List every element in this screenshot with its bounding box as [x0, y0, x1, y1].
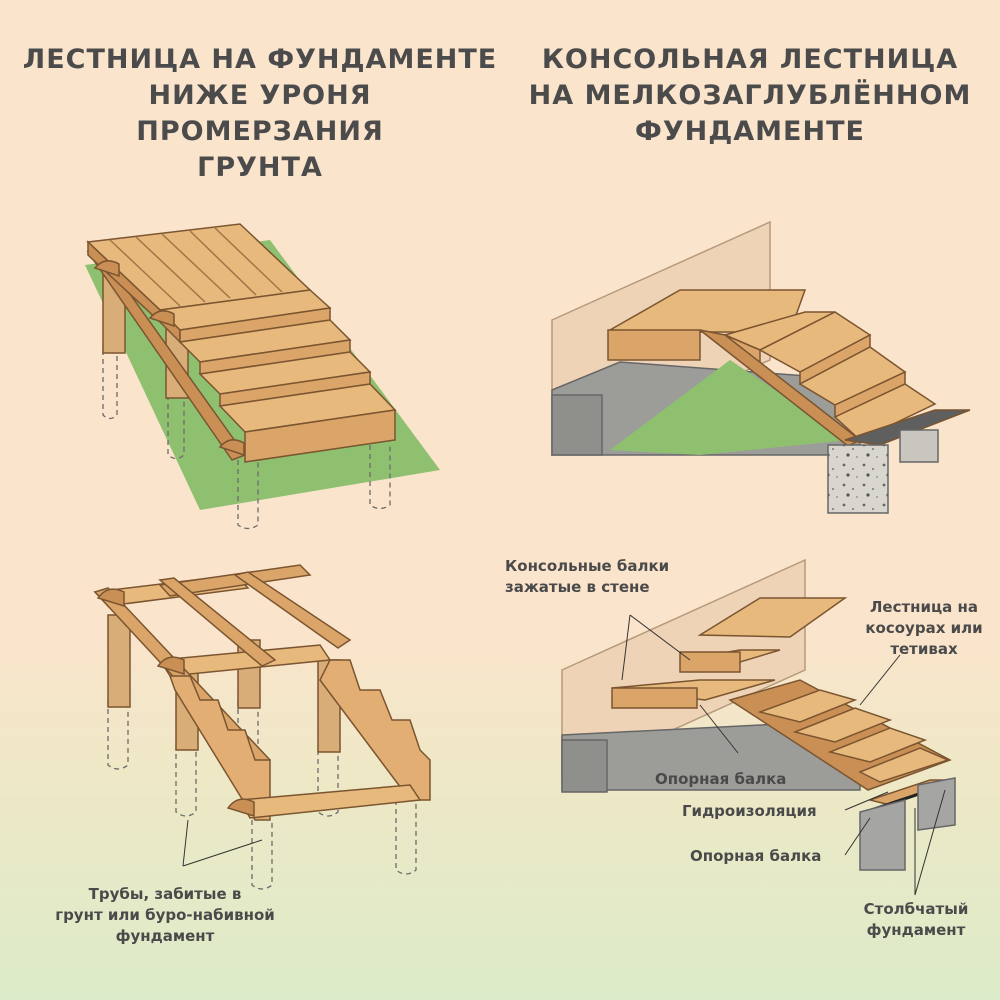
top-beam-back — [158, 564, 312, 597]
label-support-beam-2: Опорная балка — [690, 847, 822, 865]
bracket — [218, 439, 245, 457]
stringer-right — [319, 659, 431, 801]
label-waterproofing: Гидроизоляция — [682, 802, 817, 820]
stringer-steps — [757, 689, 951, 783]
label-column-foundation: Столбчатый фундамент — [856, 899, 976, 941]
concrete-post-right — [899, 429, 939, 463]
label-pipes-line-1: Трубы, забитые в — [88, 885, 242, 903]
label-cantilever-beams-line-1: Консольные балки — [505, 557, 670, 575]
bracket — [226, 798, 255, 818]
label-stringer-stair-line-1: Лестница на — [869, 598, 979, 616]
long-beam — [158, 577, 277, 667]
title-left: ЛЕСТНИЦА НА ФУНДАМЕНТЕ НИЖЕ УРОНЯ ПРОМЕР… — [20, 42, 500, 186]
cantilever-step-front — [611, 687, 698, 709]
column-foundation — [917, 777, 956, 831]
grass-area-right — [610, 360, 850, 455]
leader-lines-right — [621, 614, 946, 896]
label-column-foundation-line-2: фундамент — [866, 921, 966, 939]
steps-right — [722, 311, 937, 441]
label-column-foundation-line-1: Столбчатый — [863, 900, 969, 918]
label-pipes-line-3: фундамент — [115, 927, 215, 945]
stringer-left — [168, 675, 271, 821]
label-support-beam-1: Опорная балка — [655, 770, 787, 788]
bracket — [148, 310, 175, 328]
column-foundation — [859, 799, 906, 871]
underground-piles-left — [102, 350, 391, 530]
title-right-line-2: НА МЕЛКОЗАГЛУБЛЁННОМ — [528, 80, 972, 111]
title-right-line-3: ФУНДАМЕНТЕ — [635, 116, 865, 147]
illustration-cantilever-detail — [561, 558, 956, 896]
label-stringer-stair-line-3: тетивах — [890, 640, 958, 658]
label-stringer-stair: Лестница на косоурах или тетивах — [850, 597, 998, 660]
foundation-front-detail — [561, 739, 608, 793]
cantilever-step — [697, 597, 848, 638]
illustration-stair-frame — [93, 564, 431, 890]
label-pipes-line-2: грунт или буро-набивной — [55, 906, 275, 924]
label-stringer-stair-line-2: косоурах или — [865, 619, 983, 637]
label-pipes: Трубы, забитые в грунт или буро-набивной… — [40, 884, 290, 947]
concrete-slab — [844, 409, 971, 446]
long-beam — [233, 571, 352, 649]
title-right: КОНСОЛЬНАЯ ЛЕСТНИЦА НА МЕЛКОЗАГЛУБЛЁННОМ… — [510, 42, 990, 150]
label-cantilever-beams: Консольные балки зажатые в стене — [505, 556, 669, 598]
cantilever-step-front — [679, 651, 741, 673]
title-left-line-3: ГРУНТА — [197, 152, 323, 183]
bracket — [156, 656, 185, 676]
illustration-deep-foundation-stair — [85, 223, 440, 530]
title-right-line-1: КОНСОЛЬНАЯ ЛЕСТНИЦА — [541, 44, 959, 75]
title-left-line-2: НИЖЕ УРОНЯ ПРОМЕРЗАНИЯ — [136, 80, 384, 147]
illustration-cantilever-stair — [551, 220, 971, 514]
steps-left — [158, 289, 397, 463]
bracket — [96, 588, 125, 608]
bracket — [93, 260, 120, 278]
concrete-post — [827, 444, 889, 514]
pile — [107, 614, 131, 708]
foundation-front — [551, 394, 603, 456]
title-left-line-1: ЛЕСТНИЦА НА ФУНДАМЕНТЕ — [22, 44, 498, 75]
landing-front — [607, 329, 701, 361]
label-cantilever-beams-line-2: зажатые в стене — [505, 578, 650, 596]
